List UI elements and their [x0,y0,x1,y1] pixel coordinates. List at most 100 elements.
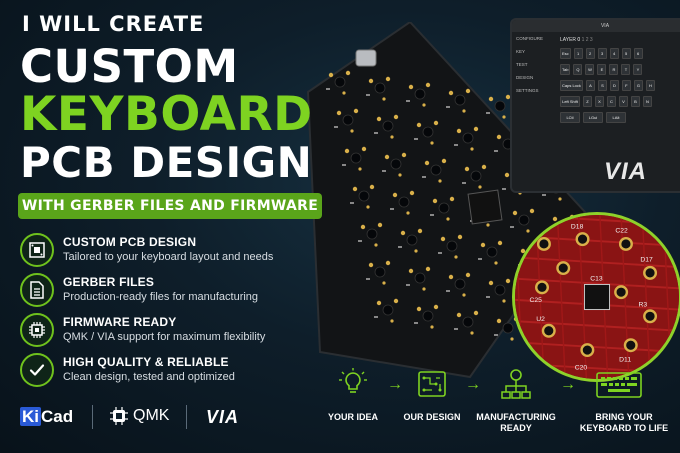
switch-hole [382,304,394,316]
via-key[interactable]: Tab [560,64,571,75]
switch-hole [414,88,426,100]
via-monitor: VIA CONFIGURE KEY TEST DESIGN SETTINGS LAYER… [510,18,680,193]
zoom-pad [541,323,556,338]
via-key[interactable]: LGui [583,112,603,123]
via-key[interactable]: G [633,80,643,91]
smd-component [502,188,506,190]
via-key[interactable]: B [631,96,640,107]
via-key[interactable]: X [595,96,604,107]
via-monitor-logo: VIA [604,158,648,185]
via-key[interactable]: W [585,64,595,75]
via-key[interactable]: A [585,80,595,91]
lightbulb-icon [338,368,368,403]
qmk-logo: QMK [110,407,169,425]
via-layer-tab[interactable]: 3 [588,37,593,43]
smd-component [382,170,386,172]
via-key[interactable]: 4 [609,48,619,59]
solder-pad [440,236,446,242]
solder-pad [448,274,454,280]
solder-pad [481,164,487,170]
via-key[interactable]: 2 [585,48,595,59]
arrow-right-icon: → [387,376,403,393]
via-key[interactable]: Caps Lock [560,80,583,91]
via-key[interactable]: R [609,64,619,75]
smd-component [366,94,370,96]
via-layer-selector: LAYER 0 1 2 3 [560,37,593,43]
solder-pad [478,185,482,189]
via-sidebar-item[interactable]: DESIGN [516,75,534,80]
solder-pad [384,154,390,160]
step-label: OUR DESIGN [403,412,461,422]
pcb-trace [556,215,566,379]
via-key[interactable]: D [609,80,619,91]
via-key[interactable]: 5 [621,48,631,59]
via-key[interactable]: E [597,64,607,75]
via-key[interactable]: Esc [560,48,571,59]
solder-pad [328,72,334,78]
checkmark-icon [20,353,54,387]
via-key[interactable]: T [621,64,631,75]
zoom-pad [580,343,595,358]
smd-component [390,208,394,210]
zoom-silkscreen-label: U2 [536,316,545,323]
switch-hole [446,240,458,252]
via-key[interactable]: Q [573,64,583,75]
via-key[interactable]: F [621,80,631,91]
solder-pad [462,293,466,297]
via-layer-tab[interactable]: 2 [584,37,589,43]
solder-pad [558,197,562,201]
solder-pad [417,228,423,234]
switch-hole [454,94,466,106]
solder-pad [456,128,462,134]
via-key[interactable]: Left Shift [560,96,580,107]
solder-pad [408,84,414,90]
via-key[interactable]: Z [583,96,592,107]
via-key[interactable]: 6 [633,48,643,59]
switch-hole [366,228,378,240]
via-key[interactable]: V [619,96,628,107]
smd-component [414,322,418,324]
via-key[interactable]: 1 [573,48,583,59]
via-sidebar-item[interactable]: TEST [516,62,528,67]
solder-pad [376,116,382,122]
solder-pad [529,208,535,214]
via-sidebar-item[interactable]: CONFIGURE [516,36,543,41]
solder-pad [526,229,530,233]
solder-pad [366,205,370,209]
via-key[interactable]: H [645,80,655,91]
feature-desc: QMK / VIA support for maximum flexibilit… [63,331,266,343]
pcb-trace [641,215,651,379]
solder-pad [382,97,386,101]
switch-hole [406,234,418,246]
feature-desc: Clean design, tested and optimized [63,371,235,383]
smd-component [462,182,466,184]
solder-pad [416,122,422,128]
solder-pad [390,319,394,323]
via-key[interactable]: 3 [597,48,607,59]
via-key[interactable]: N [643,96,652,107]
via-key[interactable]: S [597,80,607,91]
subtitle-pill: WITH GERBER FILES AND FIRMWARE [18,193,322,219]
via-layer-tab[interactable]: 0 [577,37,581,43]
kicad-logo-ki: Ki [20,407,41,426]
feature-desc: Production-ready files for manufacturing [63,291,259,303]
switch-hole [494,284,506,296]
switch-hole [350,152,362,164]
solder-pad [510,337,514,341]
via-key[interactable]: Y [633,64,643,75]
solder-pad [438,179,442,183]
zoom-silkscreen-label: C20 [575,364,588,371]
via-key[interactable]: C [607,96,616,107]
via-sidebar-item[interactable]: KEY [516,49,526,54]
kicad-logo-cad: Cad [41,407,74,426]
via-key[interactable]: LCtl [560,112,580,123]
via-key[interactable]: LAlt [606,112,626,123]
switch-hole [462,132,474,144]
solder-pad [488,280,494,286]
via-layer-tab[interactable]: 1 [580,37,585,43]
via-sidebar-item[interactable]: SETTINGS [516,88,539,93]
